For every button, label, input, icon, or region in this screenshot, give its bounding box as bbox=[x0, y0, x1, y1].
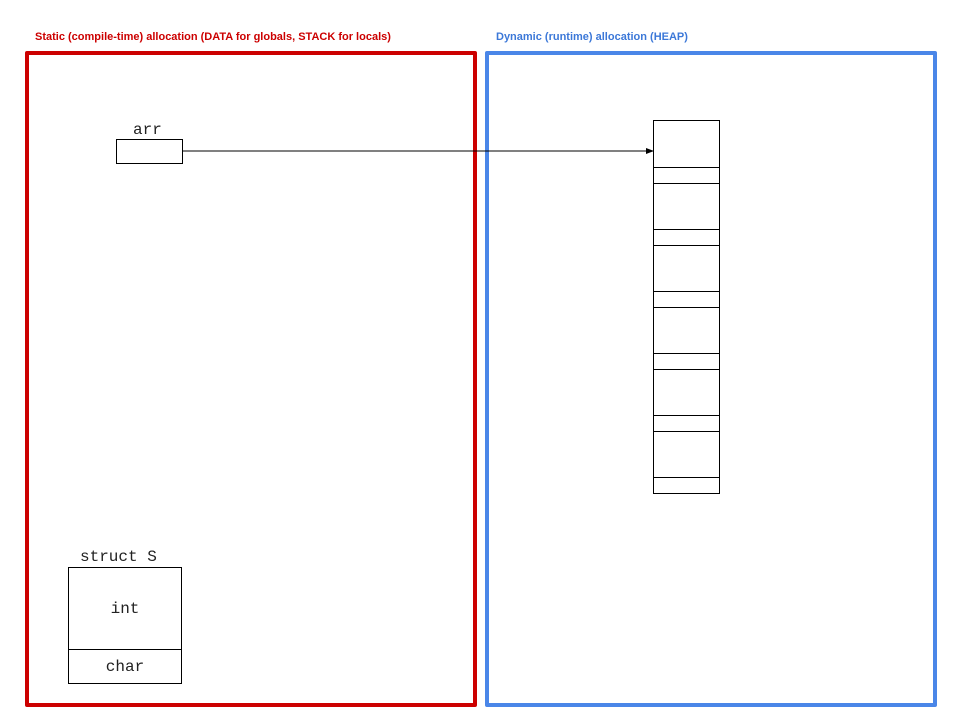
heap-cell-divider bbox=[654, 229, 719, 230]
struct-s-label: struct S bbox=[80, 548, 157, 566]
struct-s-box: int char bbox=[68, 567, 182, 684]
heap-element-divider bbox=[654, 431, 719, 432]
dynamic-allocation-region bbox=[485, 51, 937, 707]
heap-cell-divider bbox=[654, 353, 719, 354]
heap-cell-divider bbox=[654, 415, 719, 416]
heap-element-divider bbox=[654, 369, 719, 370]
struct-field-int: int bbox=[110, 599, 140, 618]
heap-cell-divider bbox=[654, 167, 719, 168]
static-allocation-title: Static (compile-time) allocation (DATA f… bbox=[35, 31, 391, 43]
arr-pointer-box bbox=[116, 139, 183, 164]
heap-cell-divider bbox=[654, 477, 719, 478]
heap-cell-divider bbox=[654, 291, 719, 292]
heap-array-block bbox=[653, 120, 720, 494]
heap-element-divider bbox=[654, 245, 719, 246]
dynamic-allocation-title: Dynamic (runtime) allocation (HEAP) bbox=[496, 31, 688, 43]
arr-label: arr bbox=[133, 121, 162, 139]
struct-field-divider bbox=[69, 649, 181, 650]
heap-element-divider bbox=[654, 307, 719, 308]
static-allocation-region bbox=[25, 51, 477, 707]
heap-element-divider bbox=[654, 183, 719, 184]
struct-field-char: char bbox=[105, 658, 145, 676]
